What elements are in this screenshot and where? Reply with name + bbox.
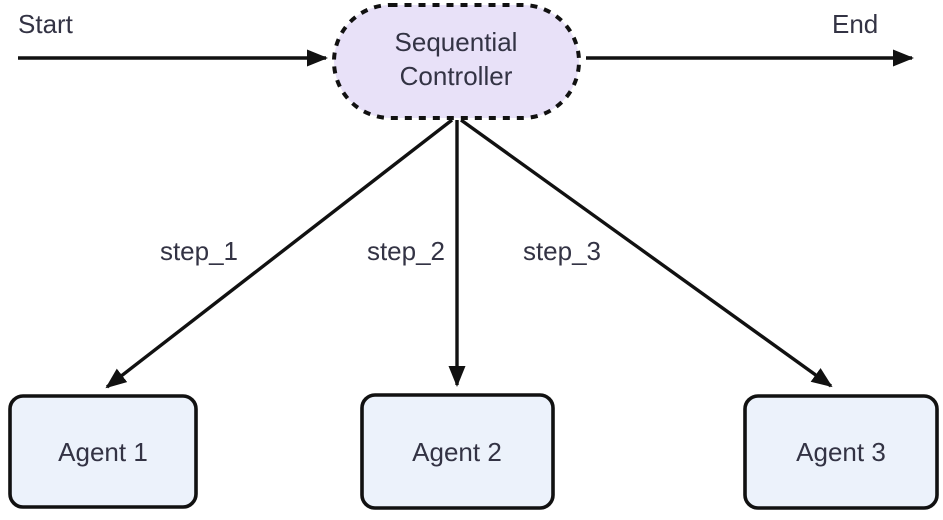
sequential-controller-shape (332, 3, 581, 120)
agent-2-label: Agent 2 (412, 437, 502, 467)
agent-1-label: Agent 1 (58, 437, 148, 467)
agent-2-shape (360, 393, 555, 510)
agent-1-shape (8, 394, 198, 509)
controller-label-line1: Sequential (395, 27, 518, 57)
start-label: Start (18, 9, 74, 39)
controller-label-line2: Controller (400, 61, 513, 91)
end-label: End (832, 9, 878, 39)
edge-step-1-line (105, 118, 454, 389)
agent-3-label: Agent 3 (796, 437, 886, 467)
edge-step-1-label: step_1 (160, 236, 238, 266)
agent-3-shape (743, 394, 939, 510)
edge-step-2-label: step_2 (367, 236, 445, 266)
sequential-controller-node: Sequential Controller (332, 3, 581, 120)
agent-1-node: Agent 1 (8, 394, 198, 509)
agent-3-node: Agent 3 (743, 394, 939, 510)
edge-step-3-label: step_3 (523, 236, 601, 266)
agent-2-node: Agent 2 (360, 393, 555, 510)
edge-step-3-line (460, 118, 833, 388)
